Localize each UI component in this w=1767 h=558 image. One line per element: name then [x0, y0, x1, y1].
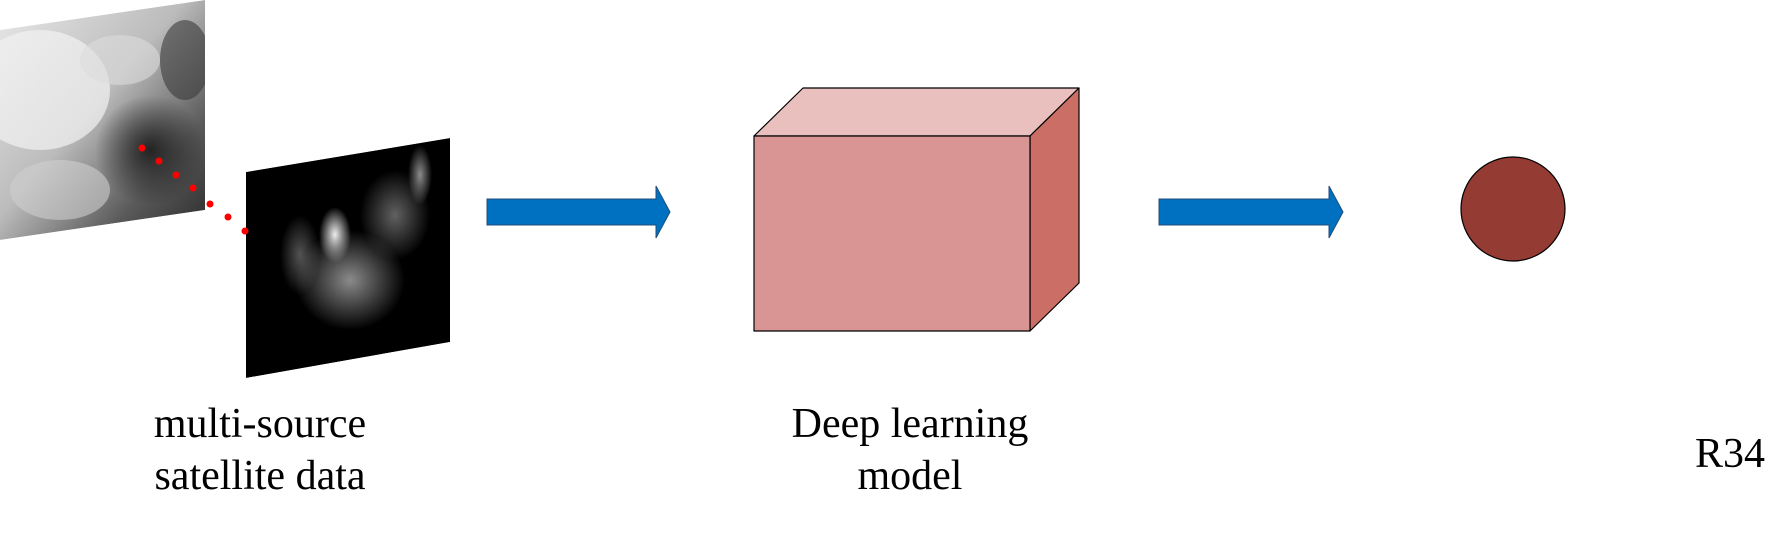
cube-top-face: [753, 87, 1080, 137]
model-label-line1: Deep learning: [791, 401, 1029, 447]
model-label: Deep learning model: [735, 398, 1085, 502]
output-circle: [1460, 156, 1566, 262]
satellite-image-back: [0, 0, 205, 240]
input-label-line1: multi-source: [153, 401, 367, 447]
connector-dots: [138, 144, 249, 235]
arrow-right-icon: [486, 185, 671, 239]
cube-front-face: [753, 135, 1031, 332]
model-cube: [753, 87, 1080, 332]
output-label: R34: [1694, 431, 1765, 477]
model-label-line2: model: [857, 453, 963, 499]
input-label-line2: satellite data: [154, 453, 366, 499]
satellite-image-front: [246, 138, 450, 378]
arrow-right-icon: [1158, 185, 1344, 239]
input-label: multi-source satellite data: [100, 398, 420, 502]
